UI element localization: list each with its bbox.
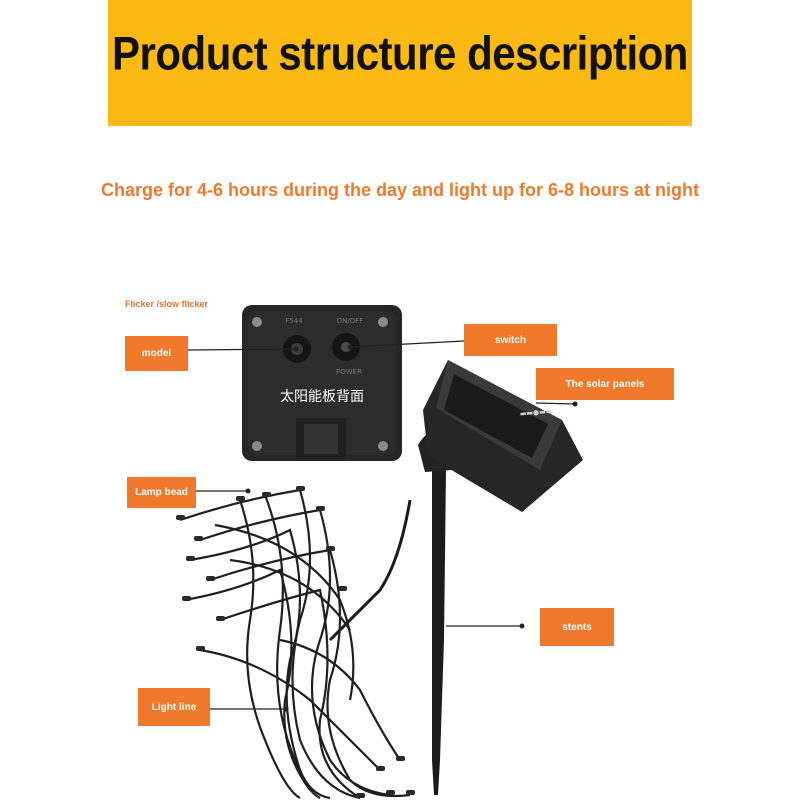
lamp-beads xyxy=(176,486,415,798)
solar-panel: ▬▬●▬▬ xyxy=(423,360,583,512)
leader-lines xyxy=(187,340,576,710)
callout-switch: switch xyxy=(464,324,557,356)
box-back-text: 太阳能板背面 xyxy=(280,389,364,405)
svg-text:F544: F544 xyxy=(285,317,303,325)
callout-model: model xyxy=(125,336,188,371)
svg-text:ON/OFF: ON/OFF xyxy=(337,317,364,325)
battery-box: 太阳能板背面 F544 ON/OFF POWER xyxy=(242,305,402,461)
leader-dots xyxy=(245,344,578,712)
svg-text:▬▬●▬▬: ▬▬●▬▬ xyxy=(519,407,552,418)
flicker-note: Flicker /slow flicker xyxy=(125,299,209,309)
callout-solar-panels: The solar panels xyxy=(536,368,674,400)
stake xyxy=(432,470,446,795)
callout-lamp-bead: Lamp bead xyxy=(127,477,196,508)
callout-light-line: Light line xyxy=(138,688,210,726)
svg-text:POWER: POWER xyxy=(336,368,362,376)
light-string-bundle xyxy=(179,488,411,800)
header-banner: Product structure description xyxy=(108,0,692,126)
callout-stents: stents xyxy=(540,608,614,646)
cable xyxy=(328,499,412,642)
page-title: Product structure description xyxy=(112,27,688,80)
charge-description: Charge for 4-6 hours during the day and … xyxy=(100,180,700,200)
